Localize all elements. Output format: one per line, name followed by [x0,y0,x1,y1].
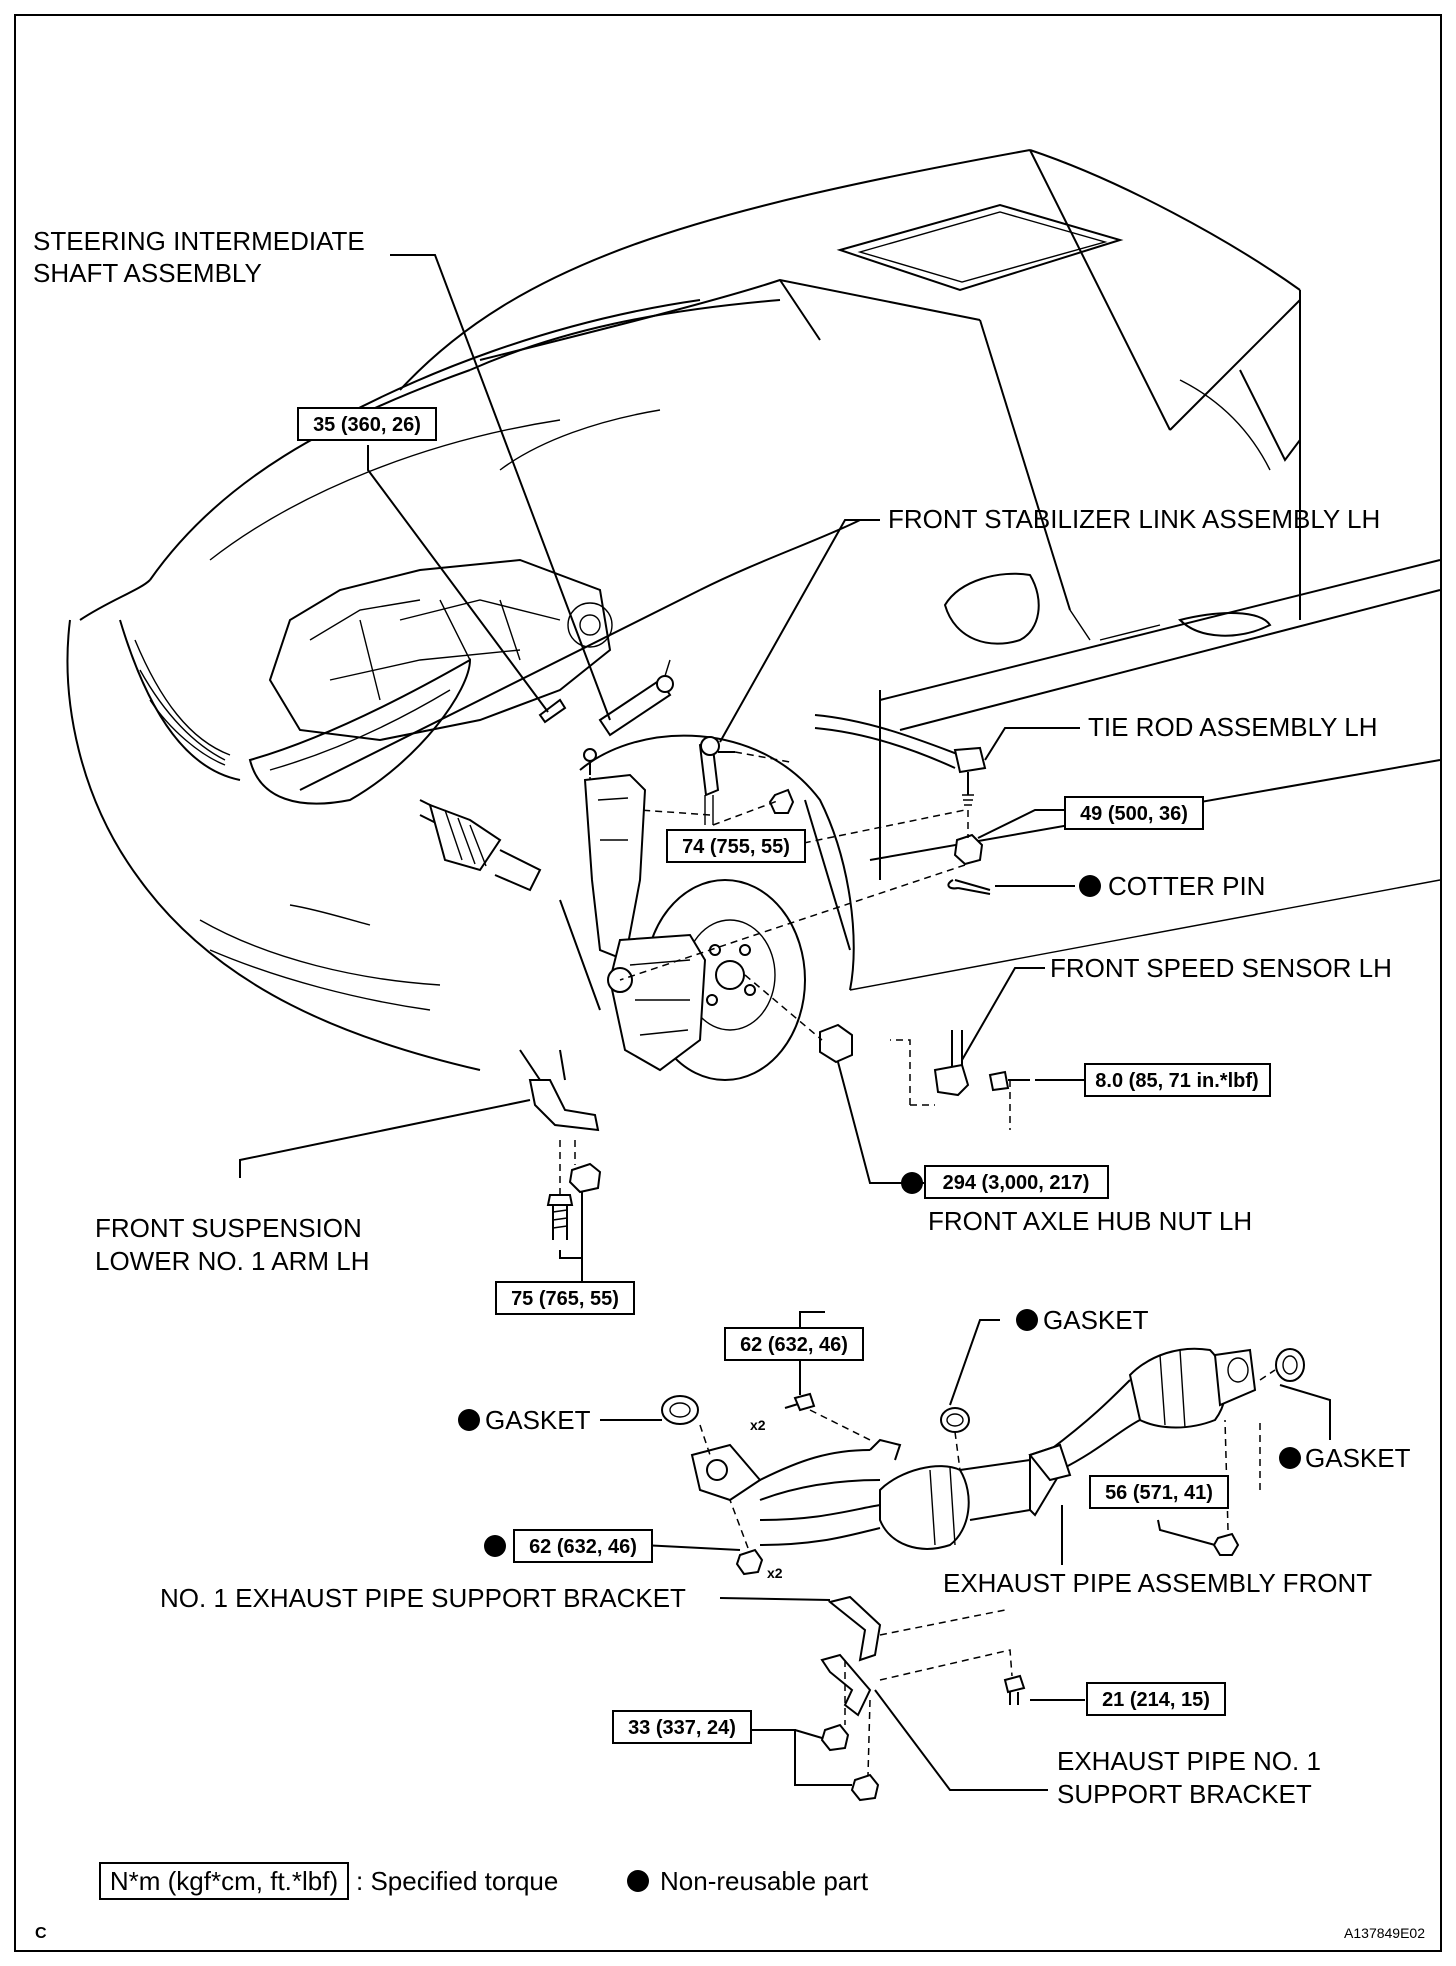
label-lower-arm-line2: LOWER NO. 1 ARM LH [95,1246,370,1276]
torque-21: 21 (214, 15) [1102,1689,1210,1711]
diagram-frame [14,14,1442,1952]
assembly-guides [559,751,1276,1776]
torque-box-294 [924,1165,1109,1199]
label-gasket-right: GASKET [1305,1443,1411,1473]
leader-lines [239,254,1331,1791]
nonreusable-dot-hub-nut [901,1172,923,1194]
torque-box-62-upper [724,1327,864,1361]
torque-box-62-lower [513,1529,653,1563]
torque-74: 74 (755, 55) [682,836,790,858]
footer-code: A137849E02 [1344,1925,1425,1941]
label-speed-sensor: FRONT SPEED SENSOR LH [1050,953,1392,983]
label-steering-shaft-line1: STEERING INTERMEDIATE [33,226,365,256]
label-x2-lower: x2 [767,1565,783,1581]
legend-nonreusable: Non-reusable part [660,1866,869,1896]
label-gasket-left: GASKET [485,1405,591,1435]
label-gasket-top: GASKET [1043,1305,1149,1335]
label-support-bracket-line2: SUPPORT BRACKET [1057,1779,1312,1809]
torque-62-upper: 62 (632, 46) [740,1334,848,1356]
legend-torque-unit: N*m (kgf*cm, ft.*lbf) [110,1866,338,1896]
torque-33: 33 (337, 24) [628,1717,736,1739]
torque-8: 8.0 (85, 71 in.*lbf) [1095,1070,1258,1092]
torque-62-lower: 62 (632, 46) [529,1536,637,1558]
torque-35: 35 (360, 26) [313,414,421,436]
label-lower-arm-line1: FRONT SUSPENSION [95,1213,362,1243]
torque-box-49 [1064,796,1204,830]
nonreusable-dot-cotter [1079,875,1101,897]
label-tie-rod: TIE ROD ASSEMBLY LH [1088,712,1377,742]
nonreusable-dot-gasket-top [1016,1309,1038,1331]
torque-box-8 [1084,1063,1271,1097]
torque-294: 294 (3,000, 217) [943,1172,1090,1194]
label-steering-shaft-line2: SHAFT ASSEMBLY [33,258,262,288]
part-labels: STEERING INTERMEDIATE SHAFT ASSEMBLY FRO… [33,226,1411,1809]
nonreusable-dot-gasket-right [1279,1447,1301,1469]
torque-box-75 [495,1281,635,1315]
label-axle-hub-nut: FRONT AXLE HUB NUT LH [928,1206,1252,1236]
label-support-bracket-line1: EXHAUST PIPE NO. 1 [1057,1746,1321,1776]
legend-torque-box [99,1862,349,1900]
nonreusable-dot-62 [484,1535,506,1557]
label-x2-upper: x2 [750,1417,766,1433]
torque-box-33 [612,1710,752,1744]
torque-boxes: 35 (360, 26) 74 (755, 55) 49 (500, 36) 8… [297,407,1271,1744]
suspension-parts [419,659,1030,1240]
label-cotter-pin: COTTER PIN [1108,871,1265,901]
legend: N*m (kgf*cm, ft.*lbf) : Specified torque… [99,1862,869,1900]
torque-49: 49 (500, 36) [1080,803,1188,825]
footer-letter: C [35,1925,47,1942]
legend-torque-desc: : Specified torque [356,1866,558,1896]
torque-75: 75 (765, 55) [511,1288,619,1310]
torque-box-35 [297,407,437,441]
torque-box-56 [1089,1475,1229,1509]
exhaust-parts [661,1347,1305,1802]
label-no1-support-bracket: NO. 1 EXHAUST PIPE SUPPORT BRACKET [160,1583,686,1613]
label-stabilizer-link: FRONT STABILIZER LINK ASSEMBLY LH [888,504,1380,534]
nonreusable-dot-gasket-left [458,1409,480,1431]
legend-nonreusable-dot [627,1870,649,1892]
torque-56: 56 (571, 41) [1105,1482,1213,1504]
torque-box-74 [666,829,806,863]
label-exhaust-front: EXHAUST PIPE ASSEMBLY FRONT [943,1568,1372,1598]
torque-box-21 [1086,1682,1226,1716]
